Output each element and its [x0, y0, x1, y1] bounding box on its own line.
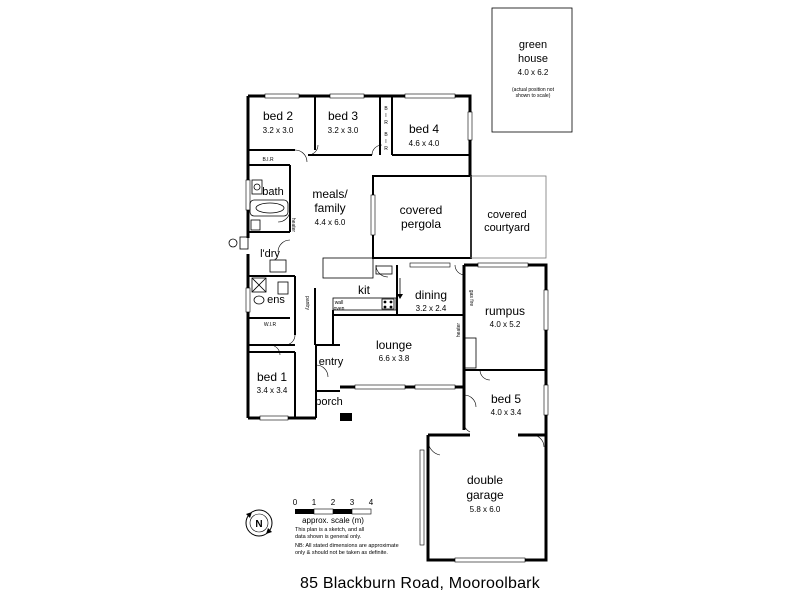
bed2-bir-label: B.I.R	[262, 157, 274, 163]
garage-name-1: double	[467, 473, 503, 487]
bed4-dims: 4.6 x 4.0	[409, 139, 440, 148]
green-house-name-2: house	[518, 53, 548, 65]
garage-dims: 5.8 x 6.0	[470, 505, 501, 514]
fixtures	[228, 179, 403, 421]
bed1-name: bed 1	[257, 370, 287, 384]
bath-name: bath	[262, 186, 283, 198]
pergola-name-1: covered	[400, 203, 443, 217]
scale-tick-4: 4	[369, 498, 374, 507]
fixture-labels: pantry heater heater gas fire wall oven	[290, 218, 474, 337]
gas-fire-label: gas fire	[468, 290, 474, 307]
bed3-dims: 3.2 x 3.0	[328, 126, 359, 135]
scale-tick-0: 0	[293, 498, 298, 507]
nb-1: NB: All stated dimensions are approximat…	[295, 543, 399, 549]
lounge-name: lounge	[376, 338, 412, 352]
property-address: 85 Blackburn Road, Mooroolbark	[300, 575, 540, 592]
bed2-name: bed 2	[263, 109, 293, 123]
bed3-name: bed 3	[328, 109, 358, 123]
bed1-dims: 3.4 x 3.4	[257, 386, 288, 395]
meals-name-1: meals/	[312, 187, 348, 201]
courtyard-name-2: courtyard	[484, 222, 530, 234]
kit-name: kit	[358, 283, 371, 297]
wall-oven-label-2: oven	[334, 306, 345, 312]
porch-name: porch	[315, 396, 343, 408]
bed4-name: bed 4	[409, 122, 439, 136]
green-house-name-1: green	[519, 39, 547, 51]
dining-name: dining	[415, 288, 447, 302]
bir-upper-i: I	[385, 113, 386, 119]
rumpus-name: rumpus	[485, 304, 525, 318]
scale-bar: 0 1 2 3 4 approx. scale (m) This plan is…	[293, 498, 399, 556]
scale-tick-1: 1	[312, 498, 317, 507]
lounge-dims: 6.6 x 3.8	[379, 354, 410, 363]
nb-2: only & should not be taken as definite.	[295, 550, 388, 556]
courtyard-name-1: covered	[487, 209, 526, 221]
ldry-name: l'dry	[260, 248, 280, 260]
dining-dims: 3.2 x 2.4	[416, 304, 447, 313]
bed2-dims: 3.2 x 3.0	[263, 126, 294, 135]
green-house-note-1: (actual position not	[512, 87, 555, 93]
heater-meals-label: heater	[290, 218, 296, 233]
bir-upper-r: R	[384, 120, 388, 126]
pantry-label: pantry	[304, 296, 310, 310]
doors	[269, 144, 545, 456]
compass-letter: N	[255, 519, 262, 530]
scale-tick-3: 3	[350, 498, 355, 507]
heater-rumpus-label: heater	[456, 323, 462, 338]
wir-name: W.I.R	[264, 322, 277, 328]
green-house-dims: 4.0 x 6.2	[518, 68, 549, 77]
bed5-dims: 4.0 x 3.4	[491, 408, 522, 417]
meals-name-2: family	[314, 201, 345, 215]
room-labels: bed 2 3.2 x 3.0 bed 3 3.2 x 3.0 bed 4 4.…	[257, 106, 530, 514]
disclaimer-1: This plan is a sketch, and all	[295, 527, 364, 533]
scale-tick-2: 2	[331, 498, 336, 507]
rumpus-dims: 4.0 x 5.2	[490, 320, 521, 329]
bir-lower-b: B	[384, 132, 388, 138]
wall-oven-label-1: wall	[335, 300, 344, 306]
compass-icon: N	[245, 509, 273, 537]
ens-name: ens	[267, 294, 285, 306]
scale-label: approx. scale (m)	[302, 516, 364, 525]
bed5-name: bed 5	[491, 392, 521, 406]
pergola-name-2: pergola	[401, 217, 441, 231]
bir-lower-i: I	[385, 139, 386, 145]
windows	[245, 93, 549, 563]
meals-dims: 4.4 x 6.0	[315, 218, 346, 227]
garage-name-2: garage	[466, 488, 504, 502]
disclaimer-2: data shown is general only.	[295, 534, 362, 540]
bir-upper-b: B	[384, 106, 388, 112]
green-house: green house 4.0 x 6.2 (actual position n…	[491, 7, 573, 133]
green-house-note-2: shown to scale)	[516, 93, 551, 99]
entry-name: entry	[319, 356, 344, 368]
bir-lower-r: R	[384, 146, 388, 152]
